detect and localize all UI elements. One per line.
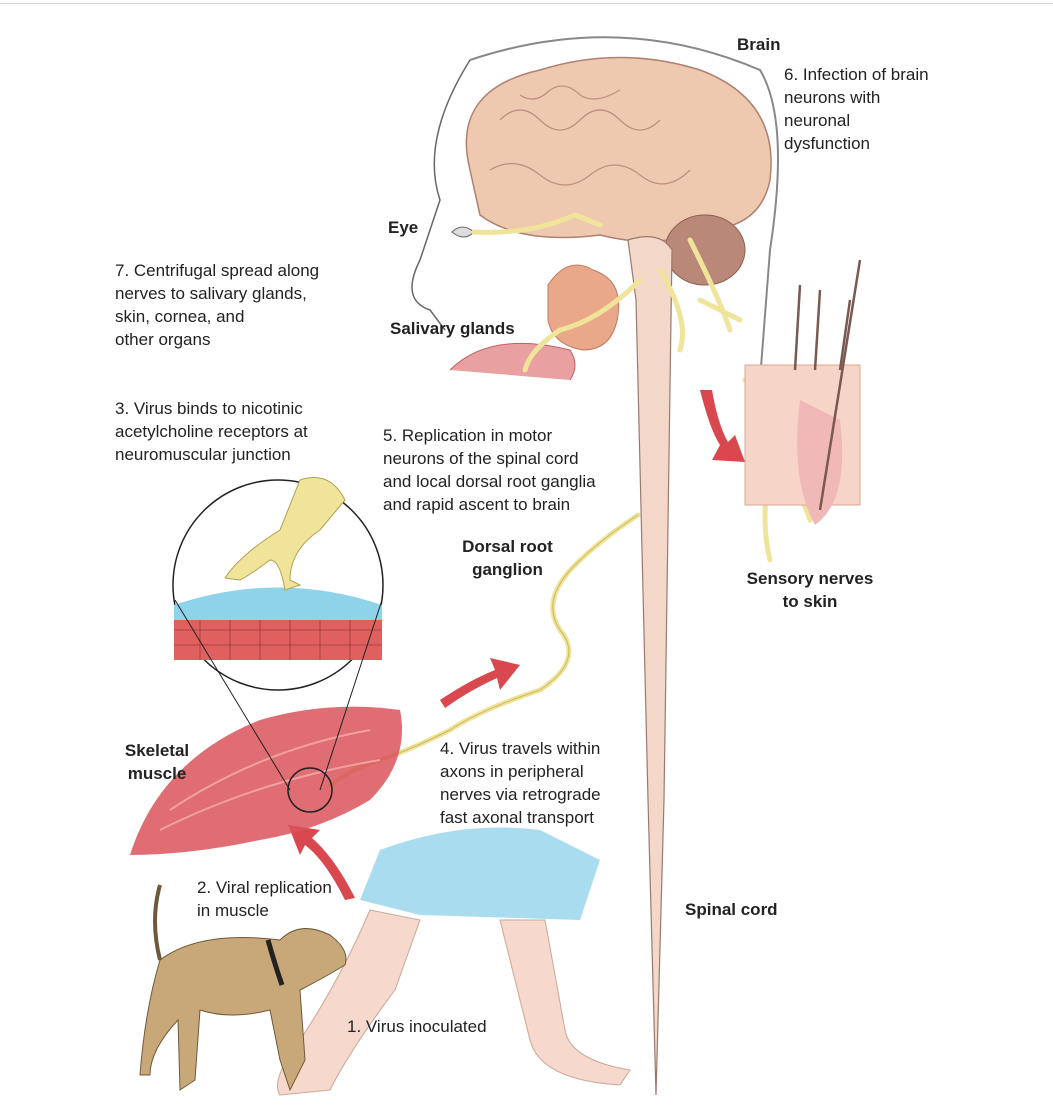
- arrows: [288, 390, 745, 900]
- hairs: [793, 259, 862, 511]
- face-outline: [411, 59, 471, 331]
- receptor-layer: [174, 587, 382, 620]
- brain-folds: [489, 85, 691, 186]
- shorts: [360, 827, 600, 920]
- step-3-text: 3. Virus binds to nicotinic acetylcholin…: [115, 399, 308, 464]
- leg: [277, 909, 631, 1096]
- spinal-cord: [627, 236, 673, 1096]
- label-eye: Eye: [388, 218, 419, 237]
- brain-shape: [465, 56, 772, 243]
- step-6-text: 6. Infection of brain neurons with neuro…: [784, 65, 929, 153]
- step-5-text: 5. Replication in motor neurons of the s…: [383, 426, 596, 514]
- label-dorsal-root-ganglion: Dorsal root ganglion: [462, 537, 553, 579]
- step-2-text: 2. Viral replication in muscle: [197, 878, 332, 920]
- dog: [139, 928, 347, 1092]
- step-7-text: 7. Centrifugal spread along nerves to sa…: [115, 261, 320, 349]
- top-border: [0, 3, 1053, 4]
- magnify-target: [287, 767, 333, 813]
- step-4-text: 4. Virus travels within axons in periphe…: [440, 739, 601, 827]
- dog-collar: [265, 939, 285, 986]
- eye-shape: [451, 226, 475, 238]
- label-spinal-cord: Spinal cord: [685, 900, 778, 919]
- muscle-fibers: [174, 620, 382, 660]
- step-1-text: 1. Virus inoculated: [347, 1017, 487, 1036]
- hair-follicle: [797, 400, 843, 525]
- label-sensory-nerves: Sensory nerves to skin: [746, 569, 874, 611]
- label-skeletal-muscle: Skeletal muscle: [124, 741, 190, 783]
- label-brain: Brain: [737, 35, 781, 54]
- arrow-muscle: [288, 825, 355, 900]
- nerve-terminal: [224, 477, 346, 591]
- jaw-tissue: [449, 342, 576, 381]
- arrow-ascent: [440, 658, 520, 708]
- skeletal-muscle: [130, 706, 402, 855]
- head-outline: [469, 36, 779, 381]
- arrow-to-skin: [700, 390, 745, 462]
- label-salivary-glands: Salivary glands: [390, 319, 515, 338]
